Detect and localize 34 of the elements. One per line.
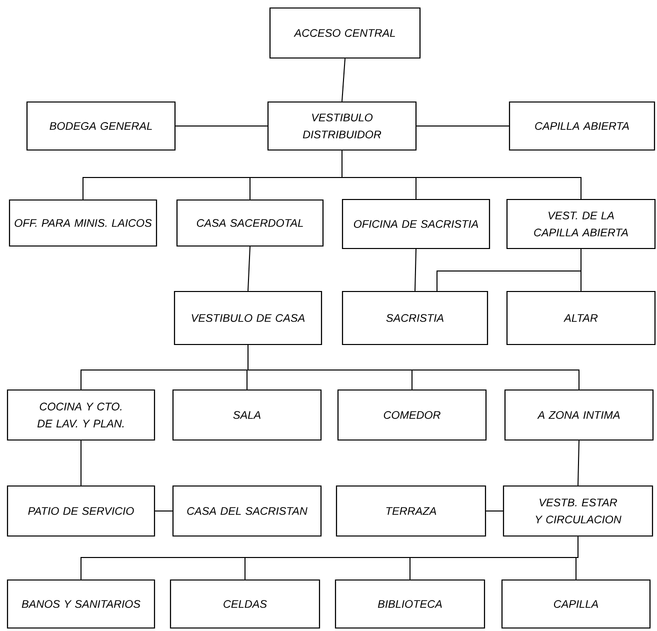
connector-line xyxy=(414,248,416,292)
connector-line xyxy=(342,58,346,102)
connector-line xyxy=(248,344,580,390)
room-box: PATIO DE SERVICIO xyxy=(6,485,156,537)
connector-line xyxy=(576,536,578,580)
room-box: BIBLIOTECA xyxy=(334,579,486,629)
room-box: CASA DEL SACRISTAN xyxy=(172,485,322,537)
room-box: SALA xyxy=(172,389,322,441)
room-box: OFF. PARA MINIS. LAICOS xyxy=(8,199,158,247)
room-box: VESTB. ESTAR Y CIRCULACION xyxy=(502,485,654,537)
connector-line xyxy=(154,510,173,512)
room-box: VESTIBULO DISTRIBUIDOR xyxy=(267,101,417,151)
room-box: COCINA Y CTO. DE LAV. Y PLAN. xyxy=(6,389,156,441)
room-box: CASA SACERDOTAL xyxy=(176,199,324,247)
room-box: TERRAZA xyxy=(336,485,486,537)
connector-line xyxy=(342,150,582,200)
room-box: COMEDOR xyxy=(337,389,487,441)
connector-line xyxy=(248,246,250,292)
room-box: CAPILLA xyxy=(501,579,651,629)
connector-line xyxy=(580,248,582,292)
connector-line xyxy=(80,440,82,486)
connector-line xyxy=(578,440,580,486)
room-box: CELDAS xyxy=(170,579,320,629)
connector-line xyxy=(486,510,504,512)
room-box: SACRISTIA xyxy=(342,290,488,346)
room-box: CAPILLA ABIERTA xyxy=(508,101,656,151)
room-box: ALTAR xyxy=(506,290,656,346)
room-box: A ZONA INTIMA xyxy=(504,389,654,441)
room-box: BODEGA GENERAL xyxy=(26,101,176,151)
room-box: OFICINA DE SACRISTIA xyxy=(342,198,490,250)
room-box: ACCESO CENTRAL xyxy=(269,7,421,59)
room-box: VEST. DE LA CAPILLA ABIERTA xyxy=(506,198,656,250)
room-box: BANOS Y SANITARIOS xyxy=(6,579,156,629)
room-box: VESTIBULO DE CASA xyxy=(174,290,322,346)
